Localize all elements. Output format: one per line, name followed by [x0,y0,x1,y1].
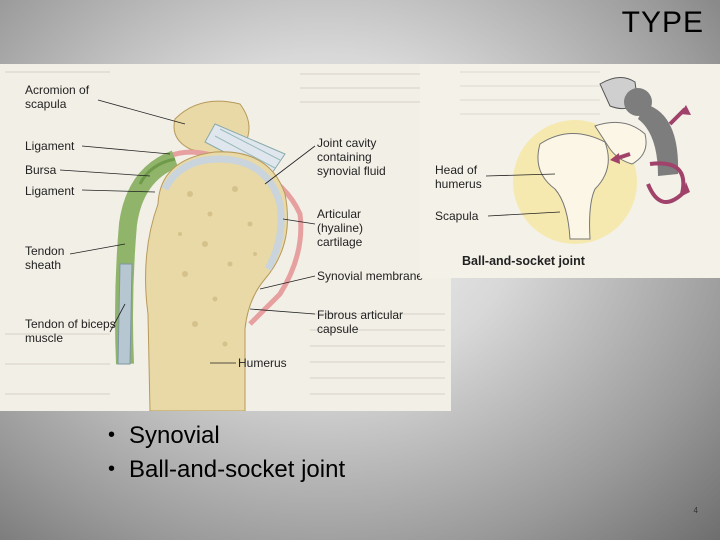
label-humerus: Humerus [238,356,287,370]
label-synovial-membrane: Synovial membrane [317,269,424,283]
bullet-item: Ball-and-socket joint [108,456,345,484]
label-ligament-top: Ligament [25,139,75,153]
slide-title: TYPE [621,6,704,39]
label-scapula: Scapula [435,209,479,223]
bullet-item: Synovial [108,422,345,450]
label-tendon-sheath: Tendon sheath [25,244,65,272]
figure-caption: Ball-and-socket joint [462,254,585,268]
page-number: 4 [693,506,698,515]
shoulder-joint-figure: Acromion of scapula Ligament Bursa Ligam… [0,64,451,411]
label-head-of-humerus: Head of humerus [435,163,482,191]
shoulder-joint-illustration [5,71,445,411]
ball-and-socket-illustration [460,71,691,244]
label-ligament-bottom: Ligament [25,184,75,198]
label-tendon-biceps: Tendon of biceps muscle [25,317,116,345]
label-acromion: Acromion of scapula [25,83,90,111]
label-cartilage: Articular (hyaline) cartilage [317,207,364,249]
ball-and-socket-figure: Head of humerus Scapula Ball-and-socket … [420,64,720,278]
label-capsule: Fibrous articular capsule [317,308,404,336]
label-bursa: Bursa [25,163,57,177]
bullet-list: Synovial Ball-and-socket joint [108,422,345,490]
label-joint-cavity: Joint cavity containing synovial fluid [317,136,386,178]
